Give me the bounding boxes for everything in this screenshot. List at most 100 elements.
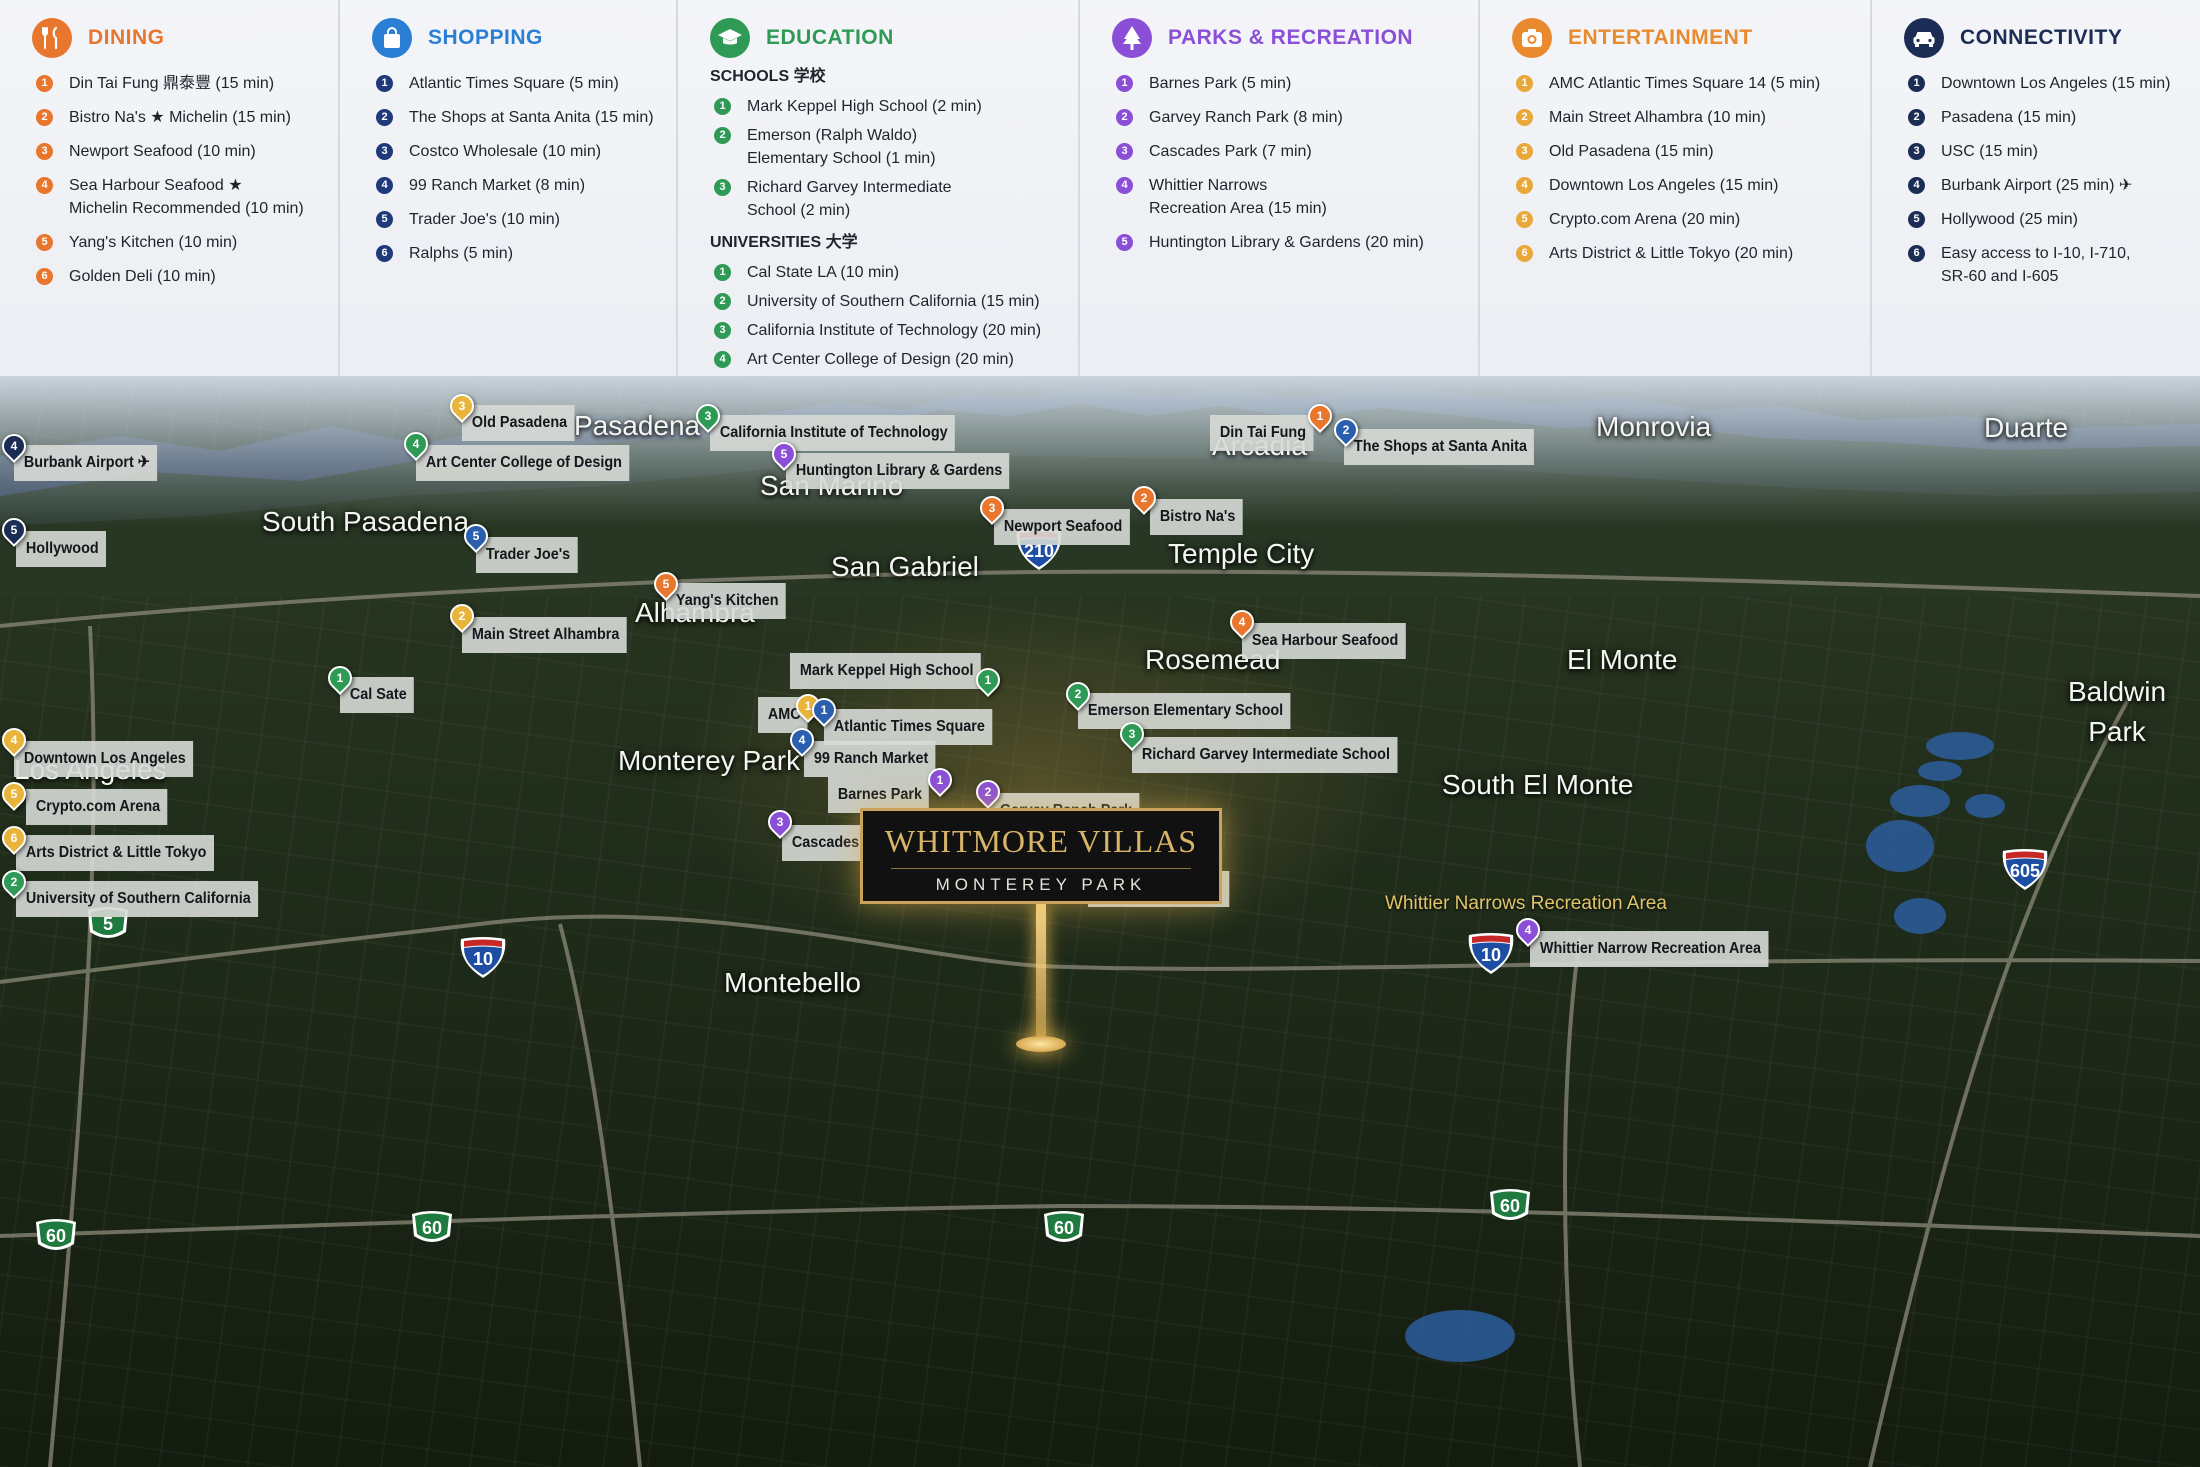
- city-label: El Monte: [1567, 644, 1678, 675]
- camera-icon: [1512, 18, 1552, 58]
- city-label: Monrovia: [1596, 411, 1712, 442]
- legend-item-label: Mark Keppel High School (2 min): [747, 98, 982, 115]
- universities-subheading: UNIVERSITIES 大学: [710, 234, 858, 251]
- legend-item-number: 4: [376, 177, 393, 194]
- legend-item-label: Downtown Los Angeles (15 min): [1941, 75, 2171, 92]
- pin-number: 2: [10, 875, 18, 889]
- legend-item-number: 1: [714, 98, 731, 115]
- pin-number: 5: [780, 447, 788, 461]
- pin-number: 1: [1316, 409, 1324, 423]
- poi-label: Barnes Park: [828, 777, 930, 813]
- tree-icon: [1112, 18, 1152, 58]
- legend-item-number: 1: [1516, 75, 1533, 92]
- legend-item: 5 Hollywood (25 min): [1904, 208, 2186, 231]
- poi-label: Old Pasadena: [462, 405, 575, 441]
- pin-number: 3: [988, 501, 996, 515]
- poi-label: Hollywood: [16, 531, 106, 567]
- schools-subheading: SCHOOLS 学校: [710, 68, 826, 85]
- pin-number: 1: [936, 773, 944, 787]
- pin-number: 4: [10, 439, 18, 453]
- education-title: EDUCATION: [766, 26, 894, 49]
- whittier-narrows-area-label: Whittier Narrows Recreation Area: [1385, 893, 1667, 914]
- legend-item-label: Garvey Ranch Park (8 min): [1149, 109, 1343, 126]
- legend-item-number: 2: [714, 127, 731, 144]
- city-label: Duarte: [1984, 412, 2069, 443]
- legend-item-number: 5: [376, 211, 393, 228]
- brand-divider: [891, 868, 1191, 869]
- pin-number: 3: [776, 815, 784, 829]
- pin-number: 3: [704, 409, 712, 423]
- legend-item-number: 4: [36, 177, 53, 194]
- interstate-shield: 605: [2000, 848, 2050, 897]
- city-label: Pasadena: [574, 410, 701, 441]
- legend-item-label: Yang's Kitchen (10 min): [69, 234, 238, 251]
- poi-label: The Shops at Santa Anita: [1344, 429, 1535, 465]
- legend-item-number: 1: [714, 264, 731, 281]
- legend-item-number: 4: [714, 351, 731, 368]
- legend-item-label: Easy access to I-10, I-710, SR-60 and I-…: [1941, 245, 2131, 285]
- legend-item-label: Old Pasadena (15 min): [1549, 143, 1714, 160]
- graduation-cap-icon: [710, 18, 750, 58]
- pin-number: 1: [336, 671, 344, 685]
- legend-item-number: 2: [714, 293, 731, 310]
- pin-number: 2: [1140, 491, 1148, 505]
- city-label: Monterey Park: [618, 745, 801, 776]
- legend-item-label: Hollywood (25 min): [1941, 211, 2078, 228]
- legend-item-label: Crypto.com Arena (20 min): [1549, 211, 1741, 228]
- pin-number: 4: [412, 437, 420, 451]
- education-column: EDUCATION SCHOOLS 学校 1 Mark Keppel High S…: [678, 0, 1080, 376]
- poi-label: Newport Seafood: [994, 509, 1130, 545]
- legend-item-label: Downtown Los Angeles (15 min): [1549, 177, 1779, 194]
- legend-item-number: 3: [1516, 143, 1533, 160]
- legend-item-label: Whittier Narrows Recreation Area (15 min…: [1149, 177, 1327, 217]
- legend-item-label: Huntington Library & Gardens (20 min): [1149, 234, 1424, 251]
- pin-number: 5: [10, 523, 18, 537]
- legend-item: 3 Old Pasadena (15 min): [1512, 140, 1856, 163]
- highway-number: 60: [45, 1226, 67, 1246]
- property-city: MONTEREY PARK: [935, 875, 1147, 894]
- legend-item-number: 5: [1908, 211, 1925, 228]
- poi-label: Downtown Los Angeles: [14, 741, 193, 777]
- poi-label: Trader Joe's: [476, 537, 578, 573]
- poi-label: Cal Sate: [340, 677, 414, 713]
- legend-item-label: Arts District & Little Tokyo (20 min): [1549, 245, 1794, 262]
- legend-item-number: 4: [1116, 177, 1133, 194]
- legend-item-label: Barnes Park (5 min): [1149, 75, 1292, 92]
- pin-number: 5: [472, 529, 480, 543]
- car-icon: [1904, 18, 1944, 58]
- legend-item-number: 2: [1908, 109, 1925, 126]
- pin-number: 5: [662, 577, 670, 591]
- legend-item-label: Costco Wholesale (10 min): [409, 143, 602, 160]
- legend-item-label: California Institute of Technology (20 m…: [747, 322, 1042, 339]
- poi-label: California Institute of Technology: [710, 415, 955, 451]
- legend-item-number: 1: [1116, 75, 1133, 92]
- shopping-title: SHOPPING: [428, 26, 543, 49]
- poi-label: Emerson Elementary School: [1078, 693, 1291, 729]
- legend-item-label: AMC Atlantic Times Square 14 (5 min): [1549, 75, 1821, 92]
- pin-number: 2: [1074, 687, 1082, 701]
- legend-item-number: 6: [1908, 245, 1925, 262]
